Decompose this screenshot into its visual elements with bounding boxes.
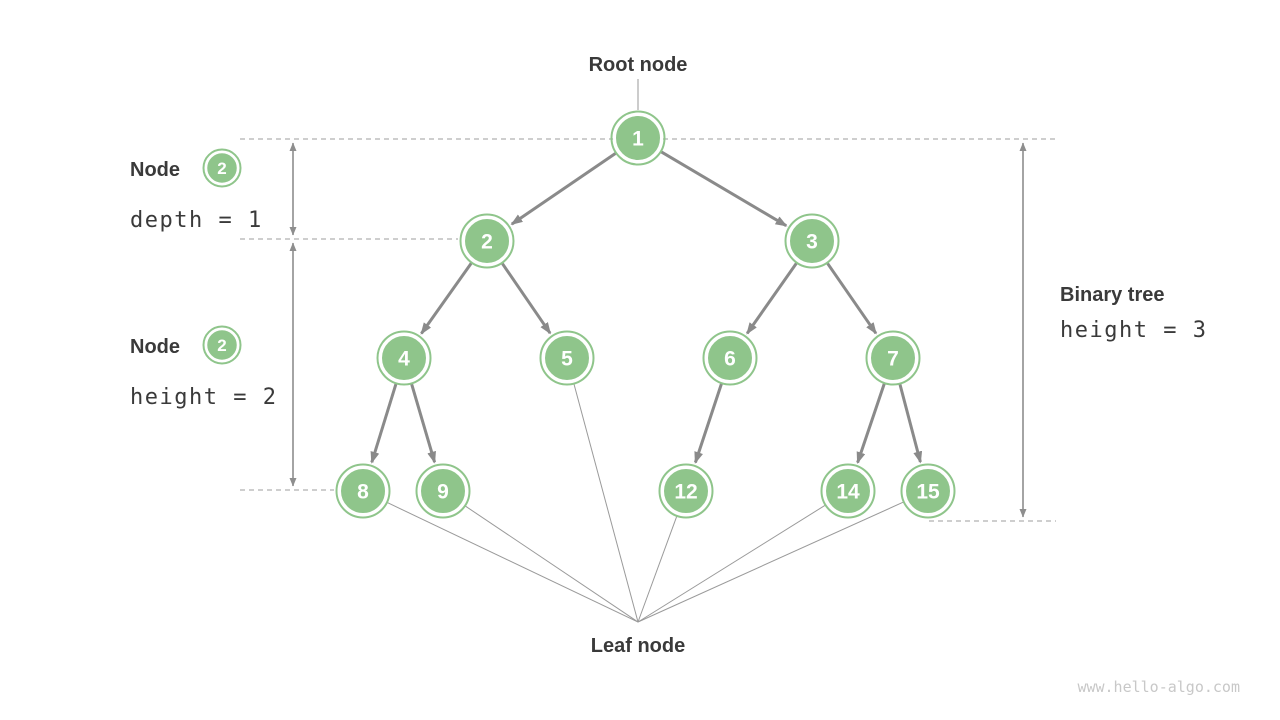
- tree-node-14: 14: [820, 463, 876, 519]
- edge-7-15: [898, 383, 923, 464]
- node-circle: [418, 466, 468, 516]
- node-circle: [787, 216, 837, 266]
- edge-4-9: [410, 383, 437, 464]
- annotation-tree-height: Binary tree height = 3: [1060, 284, 1207, 343]
- node-circle: [705, 333, 755, 383]
- binary-tree-label: Binary tree: [1060, 284, 1165, 306]
- node-ring: [415, 463, 471, 519]
- badge-circle: [204, 150, 240, 186]
- edge-1-2: [510, 151, 617, 226]
- tree-node-8: 8: [335, 463, 391, 519]
- fan-line-to-12: [637, 516, 678, 623]
- node-value: 7: [887, 348, 899, 371]
- node-height-metric-label: height = 2: [130, 385, 277, 410]
- tree-node-5: 5: [539, 330, 595, 386]
- edge-2-4: [420, 262, 473, 335]
- root-node-label: Root node: [589, 54, 688, 76]
- node-value: 8: [357, 481, 369, 504]
- fan-line-to-9: [465, 505, 639, 623]
- tree-node-15: 15: [900, 463, 956, 519]
- node-ring: [865, 330, 921, 386]
- node-ring: [784, 213, 840, 269]
- edge-6-12: [693, 383, 723, 464]
- node-badge: 2: [202, 325, 242, 365]
- tree-node-6: 6: [702, 330, 758, 386]
- node-circle: [542, 333, 592, 383]
- tree-edges: [370, 150, 923, 465]
- edge-1-3: [660, 150, 788, 227]
- node-ring: [459, 213, 515, 269]
- tree-node-7: 7: [865, 330, 921, 386]
- node-ring: [335, 463, 391, 519]
- fan-line-to-8: [387, 502, 639, 623]
- tree-node-3: 3: [784, 213, 840, 269]
- node-value: 15: [916, 481, 940, 504]
- node-circle: [903, 466, 953, 516]
- edge-7-14: [856, 383, 886, 465]
- tree-node-12: 12: [658, 463, 714, 519]
- tree-node-2: 2: [459, 213, 515, 269]
- node-value: 9: [437, 481, 449, 504]
- tree-height-metric-label: height = 3: [1060, 318, 1207, 343]
- node-ring: [900, 463, 956, 519]
- badge-circle: [204, 327, 240, 363]
- node-circle: [338, 466, 388, 516]
- leaf-fan-lines: [387, 383, 904, 623]
- fan-line-to-14: [637, 504, 826, 623]
- watermark-text: www.hello-algo.com: [1077, 678, 1240, 696]
- tree-nodes: 1 2 3 4 5 6 7: [335, 110, 956, 519]
- depth-metric-label: depth = 1: [130, 208, 263, 233]
- node-ring: [376, 330, 432, 386]
- annotation-node-height: Node 2 height = 2: [130, 325, 277, 410]
- measure-arrows: [289, 142, 1027, 518]
- node-value: 1: [632, 128, 644, 151]
- node-circle: [379, 333, 429, 383]
- node-badge: 2: [202, 148, 242, 188]
- tree-node-9: 9: [415, 463, 471, 519]
- fan-line-to-15: [637, 501, 904, 623]
- node-circle: [661, 466, 711, 516]
- badge-value: 2: [217, 336, 226, 355]
- node-value: 6: [724, 348, 736, 371]
- node-circle: [823, 466, 873, 516]
- leaf-node-label: Leaf node: [591, 635, 685, 657]
- node-ring: [610, 110, 666, 166]
- node-value: 12: [674, 481, 697, 504]
- node-value: 4: [398, 348, 410, 371]
- node-value: 14: [836, 481, 860, 504]
- annotation-depth: Node 2 depth = 1: [130, 148, 263, 233]
- edge-3-6: [745, 262, 798, 335]
- node-ring: [702, 330, 758, 386]
- node-ring: [820, 463, 876, 519]
- edge-4-8: [370, 383, 398, 464]
- edge-3-7: [826, 262, 878, 335]
- node-value: 5: [561, 348, 573, 371]
- tree-node-4: 4: [376, 330, 432, 386]
- node-circle: [868, 333, 918, 383]
- tree-node-1: 1: [610, 110, 666, 166]
- badge-value: 2: [217, 159, 226, 178]
- node-value: 3: [806, 231, 818, 254]
- fan-line-to-5: [573, 383, 639, 623]
- node-ring: [658, 463, 714, 519]
- node-circle: [613, 113, 663, 163]
- node-circle: [462, 216, 512, 266]
- node-label: Node: [130, 336, 180, 358]
- node-ring: [539, 330, 595, 386]
- node-value: 2: [481, 231, 493, 254]
- edge-2-5: [500, 262, 552, 335]
- node-label: Node: [130, 159, 180, 181]
- badge-ring: [202, 325, 242, 365]
- badge-ring: [202, 148, 242, 188]
